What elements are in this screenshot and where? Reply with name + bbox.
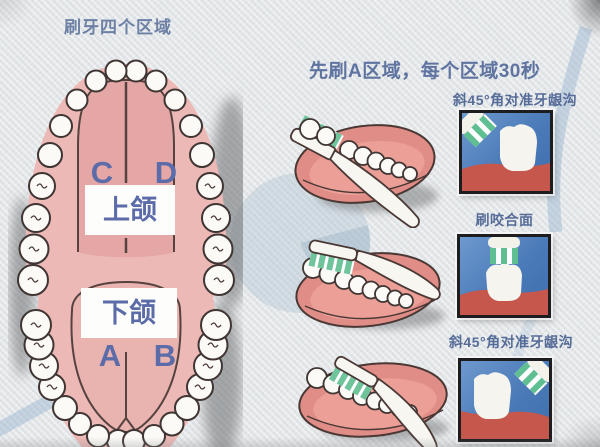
upper-jaw-label: 上颌 — [103, 195, 157, 225]
step-3-illustration — [298, 355, 449, 447]
step-2-inset-art — [460, 237, 548, 315]
brush-head-45-right — [514, 354, 555, 396]
brush-head-vertical — [488, 237, 520, 264]
mouth-diagram: C D 上颌 下颌 A B — [9, 59, 243, 447]
tooth — [486, 263, 522, 301]
step-1-inset — [456, 106, 553, 194]
step-2-inset — [457, 234, 551, 318]
step-1-inset-art — [456, 106, 550, 191]
tooth — [474, 372, 511, 419]
step-2-caption: 刷咬合面 — [475, 212, 534, 228]
step-1-caption: 斜45°角对准牙龈沟 — [452, 92, 578, 108]
tooth — [500, 124, 537, 171]
instruction-title: 先刷A区域，每个区域30秒 — [309, 61, 541, 82]
zone-label-d: D — [155, 155, 177, 190]
step-1-illustration — [289, 115, 438, 228]
zone-label-b: B — [154, 338, 176, 373]
step-3-inset — [458, 354, 555, 442]
brush-head-45-left — [456, 106, 497, 148]
zone-label-a: A — [99, 338, 121, 373]
watermark-swoosh-right — [547, 26, 593, 233]
step-3-inset-art — [461, 354, 555, 439]
page-title: 刷牙四个区域 — [64, 18, 172, 37]
step-2-illustration — [295, 239, 445, 329]
lower-jaw-label: 下颌 — [102, 298, 156, 328]
zone-label-c: C — [91, 155, 113, 190]
